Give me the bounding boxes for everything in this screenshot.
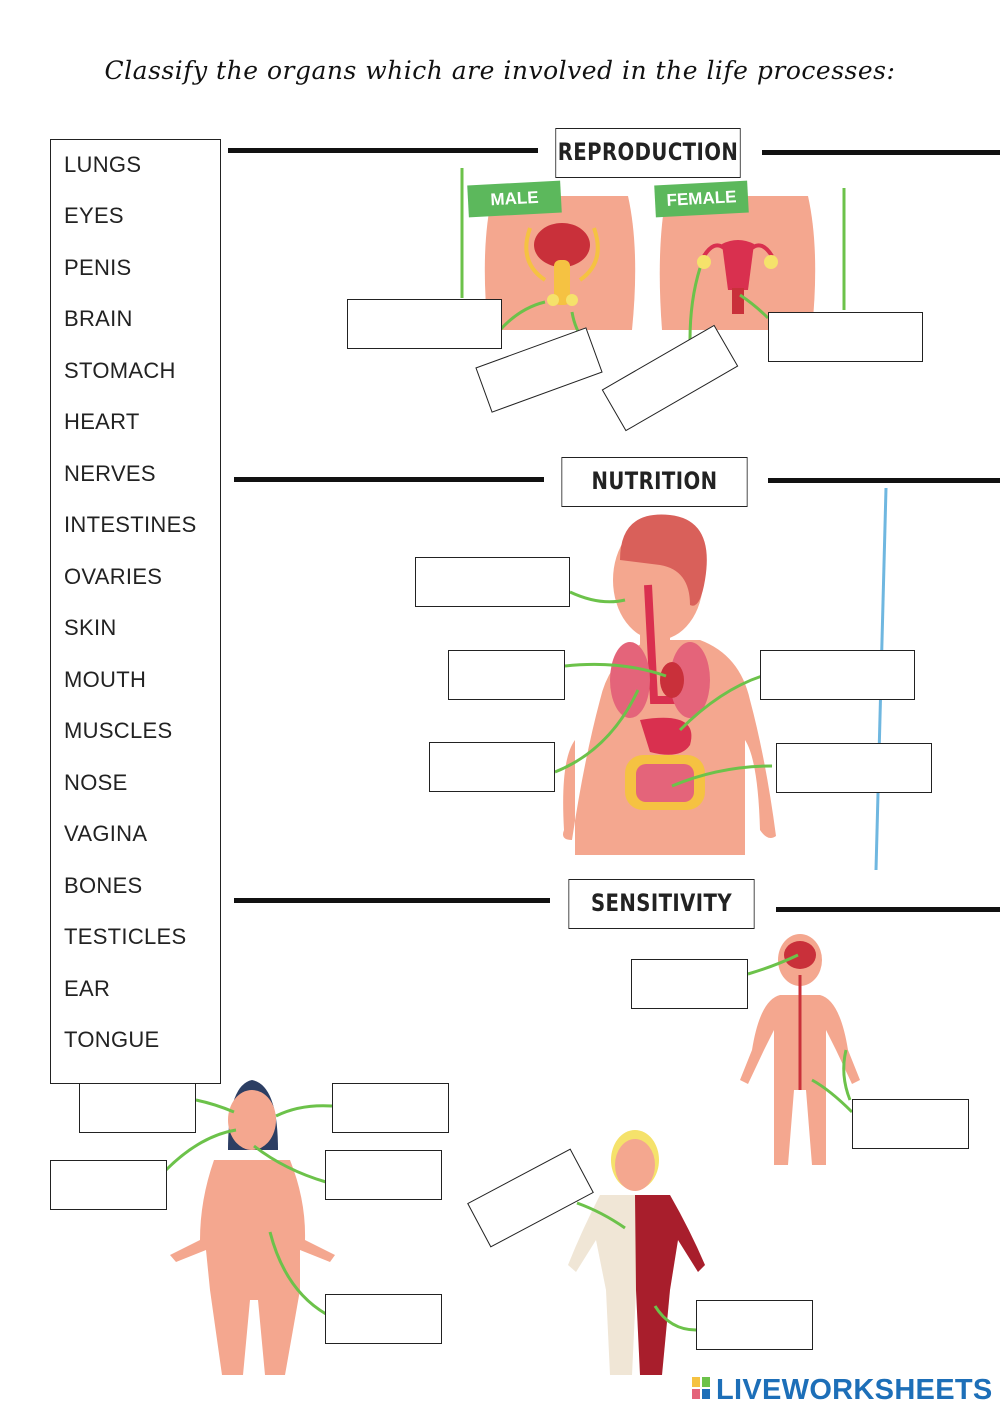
word-bank-item[interactable]: EAR xyxy=(64,976,110,1002)
word-bank-item[interactable]: NERVES xyxy=(64,461,156,487)
word-bank-item[interactable]: HEART xyxy=(64,409,140,435)
reproduction-heading: REPRODUCTION xyxy=(555,128,740,178)
section-divider xyxy=(776,907,1000,912)
word-bank-item[interactable]: LUNGS xyxy=(64,152,141,178)
word-bank-item[interactable]: MOUTH xyxy=(64,667,146,693)
section-divider xyxy=(234,477,544,482)
answer-box[interactable] xyxy=(79,1083,196,1133)
answer-box[interactable] xyxy=(347,299,502,349)
word-bank: LUNGS EYES PENIS BRAIN STOMACH HEART NER… xyxy=(50,139,221,1084)
word-bank-item[interactable]: INTESTINES xyxy=(64,512,197,538)
word-bank-item[interactable]: BRAIN xyxy=(64,306,133,332)
answer-box[interactable] xyxy=(776,743,932,793)
answer-box[interactable] xyxy=(696,1300,813,1350)
sensitivity-heading: SENSITIVITY xyxy=(568,879,754,929)
male-reproductive-illustration xyxy=(485,196,635,330)
answer-box[interactable] xyxy=(852,1099,969,1149)
answer-box[interactable] xyxy=(332,1083,449,1133)
liveworksheets-logo-icon xyxy=(692,1377,712,1401)
section-divider xyxy=(762,150,1000,155)
answer-box[interactable] xyxy=(50,1160,167,1210)
word-bank-item[interactable]: TONGUE xyxy=(64,1027,160,1053)
word-bank-item[interactable]: PENIS xyxy=(64,255,132,281)
nutrition-heading: NUTRITION xyxy=(561,457,747,507)
female-reproductive-illustration xyxy=(660,196,815,330)
instruction-text: Classify the organs which are involved i… xyxy=(0,56,1000,85)
answer-box[interactable] xyxy=(429,742,555,792)
answer-box[interactable] xyxy=(448,650,565,700)
nervous-system-illustration xyxy=(740,934,860,1165)
answer-box[interactable] xyxy=(325,1294,442,1344)
word-bank-item[interactable]: EYES xyxy=(64,203,124,229)
answer-box[interactable] xyxy=(631,959,748,1009)
answer-box[interactable] xyxy=(768,312,923,362)
section-divider xyxy=(234,898,550,903)
answer-box[interactable] xyxy=(325,1150,442,1200)
word-bank-item[interactable]: MUSCLES xyxy=(64,718,172,744)
word-bank-item[interactable]: NOSE xyxy=(64,770,128,796)
section-divider xyxy=(768,478,1000,483)
male-label: MALE xyxy=(467,181,562,218)
answer-box[interactable] xyxy=(415,557,570,607)
word-bank-item[interactable]: STOMACH xyxy=(64,358,176,384)
word-bank-item[interactable]: BONES xyxy=(64,873,143,899)
section-divider xyxy=(228,148,538,153)
word-bank-item[interactable]: TESTICLES xyxy=(64,924,187,950)
word-bank-item[interactable]: VAGINA xyxy=(64,821,147,847)
female-label: FEMALE xyxy=(654,181,749,218)
answer-box[interactable] xyxy=(760,650,915,700)
word-bank-item[interactable]: OVARIES xyxy=(64,564,162,590)
liveworksheets-logo: LIVEWORKSHEETS xyxy=(716,1374,993,1407)
skeleton-muscle-illustration xyxy=(568,1130,705,1375)
word-bank-item[interactable]: SKIN xyxy=(64,615,117,641)
